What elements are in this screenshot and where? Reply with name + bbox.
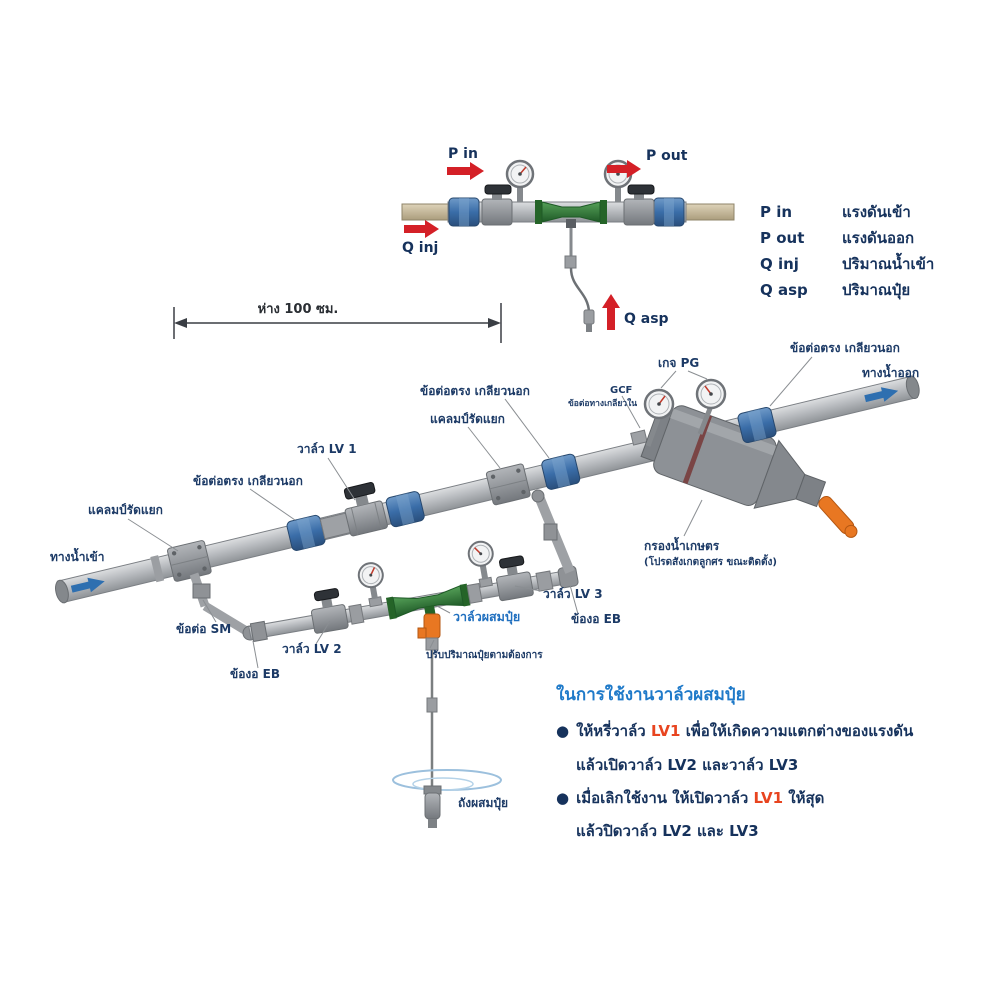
hose-connector-mid	[426, 697, 438, 713]
bypass-fitting-1	[249, 620, 268, 643]
instruction-2-line2: แล้วปิดวาล์ว LV2 และ LV3	[576, 822, 759, 840]
instruction-2: ●เมื่อเลิกใช้งาน ให้เปิดวาล์ว LV1 ให้สุด	[556, 787, 824, 808]
mixer-valve-label: วาล์วผสมปุ๋ย	[453, 609, 520, 625]
suction-adjuster-tab	[417, 627, 427, 639]
detail-inlet-pipe	[401, 203, 455, 221]
pg-gauge-1	[643, 388, 675, 447]
coupling-male-2	[385, 491, 425, 528]
gcf-tee-fitting	[630, 429, 648, 446]
water-ripple-inner	[412, 777, 474, 791]
legend-desc-pout: แรงดันออก	[842, 229, 914, 247]
detail-coupling-left	[448, 197, 480, 227]
legend-sym-pout: P out	[760, 229, 804, 247]
legend-desc-qasp: ปริมาณปุ๋ย	[842, 281, 910, 300]
gcf-label: GCF	[610, 385, 632, 396]
q-asp-arrow-icon	[602, 294, 620, 330]
valve-lv3	[496, 555, 534, 602]
coupling-male-3	[541, 453, 581, 490]
p-in-arrow-icon	[447, 162, 484, 180]
p-out-label: P out	[646, 148, 688, 164]
conn-male-1-label: ข้อต่อตรง เกลียวนอก	[193, 474, 303, 488]
instruction-1: ●ให้หรี่วาล์ว LV1 เพื่อให้เกิดความแตกต่า…	[556, 720, 914, 740]
bypass-fitting-3	[466, 582, 483, 604]
riser-fitting	[543, 523, 558, 541]
coupling-male-1	[286, 514, 326, 551]
outlet-flow-arrow-icon	[864, 387, 899, 403]
bypass-fitting-4	[535, 570, 554, 592]
pipe-outlet-opening	[905, 375, 920, 400]
valve-lv1	[343, 482, 388, 537]
conn-male-2-label: ข้อต่อตรง เกลียวนอก	[420, 384, 530, 398]
detail-valve-in	[481, 184, 513, 226]
inlet-flow-arrow-icon	[70, 577, 105, 593]
part-labels: ทางน้ำเข้า แคลมป์รัดแยก ข้อต่อตรง เกลียว…	[50, 341, 919, 811]
water-in-label: ทางน้ำเข้า	[50, 547, 105, 564]
bypass-fitting-2	[348, 603, 365, 625]
legend: P in แรงดันเข้า P out แรงดันออก Q inj ปร…	[760, 203, 934, 300]
branch-drop-pipe	[202, 602, 251, 636]
valve-lv3-label: วาล์ว LV 3	[543, 587, 603, 601]
conn-sm-label: ข้อต่อ SM	[176, 622, 231, 636]
instructions-block: ในการใช้งานวาล์วผสมปุ๋ย ●ให้หรี่วาล์ว LV…	[556, 684, 914, 840]
valve-lv2-label: วาล์ว LV 2	[282, 642, 342, 656]
valve-lv1-label: วาล์ว LV 1	[297, 442, 357, 456]
pg-gauge-2	[695, 378, 727, 435]
sm-fitting	[192, 583, 211, 599]
conn-male-3-label: ข้อต่อตรง เกลียวนอก	[790, 341, 900, 355]
dim-arrow-right-icon	[488, 318, 501, 328]
gcf-sub-label: ข้อต่อทางเกลียวใน	[568, 398, 637, 409]
water-out-label: ทางน้ำออก	[862, 363, 919, 380]
legend-sym-qasp: Q asp	[760, 281, 808, 299]
clamp-left-label: แคลมป์รัดแยก	[88, 503, 163, 517]
detail-valve-out	[623, 184, 655, 226]
legend-desc-qinj: ปริมาณน้ำเข้า	[842, 252, 934, 273]
tank-label: ถังผสมปุ๋ย	[458, 796, 508, 811]
legend-sym-pin: P in	[760, 203, 792, 221]
riser-elbow	[531, 489, 545, 503]
p-in-label: P in	[448, 146, 478, 162]
fertilizer-mixer-venturi	[385, 583, 471, 620]
water-ripple-outer	[392, 769, 502, 791]
elbow-eb-left-label: ข้องอ EB	[230, 667, 280, 681]
bypass-line	[248, 540, 579, 643]
legend-desc-pin: แรงดันเข้า	[842, 203, 911, 221]
filter-note-label: (โปรดสังเกตลูกศร ขณะติดตั้ง)	[644, 554, 777, 569]
q-asp-label: Q asp	[624, 311, 669, 327]
clamp-mid-label: แคลมป์รัดแยก	[430, 412, 505, 426]
detail-outlet-pipe	[683, 203, 735, 221]
detail-venturi-injector	[535, 200, 607, 224]
detail-suction-tube	[564, 219, 595, 332]
bypass-gauge-2	[467, 540, 494, 588]
dim-arrow-left-icon	[174, 318, 187, 328]
suction-assembly	[392, 613, 502, 828]
pipe-inlet-opening	[55, 579, 69, 604]
gauge-pg-label: เกจ PG	[658, 356, 699, 370]
elbow-eb-right-label: ข้องอ EB	[571, 612, 621, 626]
pressure-gauge-in-icon	[505, 159, 535, 202]
p-out-arrow-icon	[607, 160, 641, 178]
filter-label: กรองน้ำเกษตร	[644, 536, 720, 553]
q-inj-arrow-icon	[404, 220, 439, 238]
bypass-gauge-1	[357, 562, 384, 608]
bypass-riser	[531, 489, 575, 574]
filter-flush-handle	[818, 495, 858, 538]
legend-sym-qinj: Q inj	[760, 255, 799, 273]
valve-lv2	[310, 588, 349, 634]
detail-assembly: P in P out Q inj Q asp	[401, 146, 735, 332]
adjust-label: ปรับปริมาณปุ๋ยตามต้องการ	[426, 649, 543, 661]
instruction-1-line2: แล้วเปิดวาล์ว LV2 และวาล์ว LV3	[576, 756, 798, 774]
coupling-male-4	[737, 406, 777, 444]
clamp-saddle-mid	[485, 463, 531, 506]
instructions-heading: ในการใช้งานวาล์วผสมปุ๋ย	[556, 684, 746, 705]
detail-coupling-right	[653, 197, 685, 227]
dimension-100cm: ห่าง 100 ซม.	[173, 302, 502, 343]
clamp-saddle-left	[166, 540, 212, 582]
leader-lines	[127, 356, 813, 669]
dimension-label: ห่าง 100 ซม.	[258, 302, 339, 317]
foot-valve	[423, 785, 442, 828]
q-inj-label: Q inj	[402, 240, 438, 256]
pipe-collar	[150, 555, 165, 583]
